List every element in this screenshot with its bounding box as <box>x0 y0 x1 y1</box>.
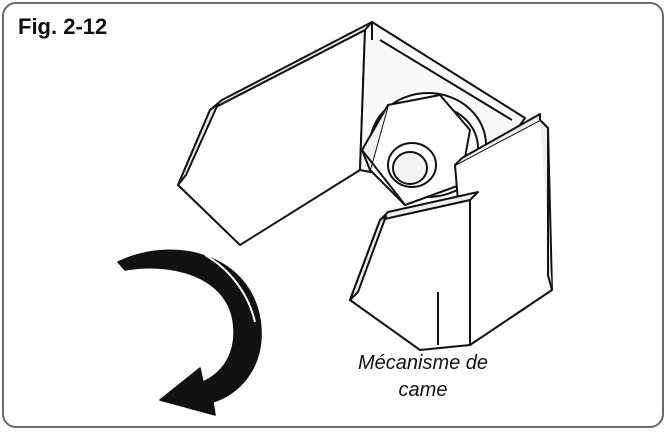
callout-label: Mécanisme de came <box>318 350 528 404</box>
left-flange <box>177 29 366 246</box>
lower-flange <box>349 199 471 351</box>
rotation-arrow-icon <box>117 249 262 416</box>
figure-label: Fig. 2-12 <box>18 14 108 39</box>
callout-line-2: came <box>398 379 448 401</box>
callout-line-1: Mécanisme de <box>357 352 489 374</box>
